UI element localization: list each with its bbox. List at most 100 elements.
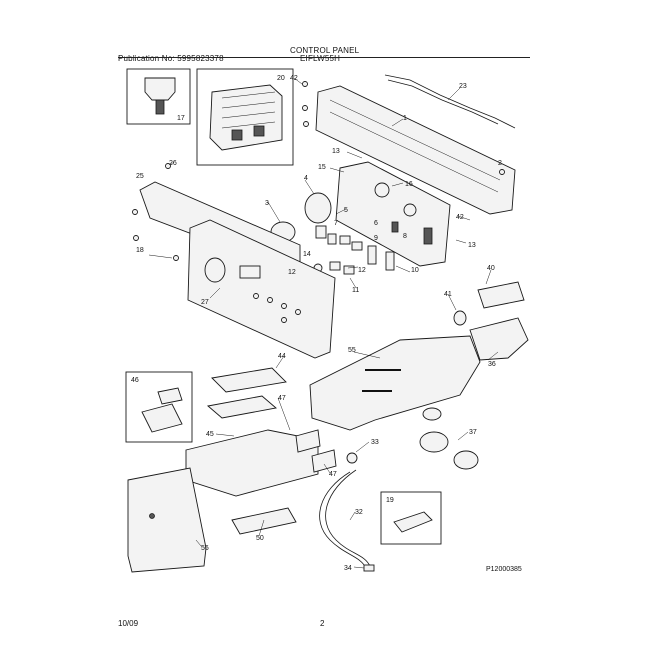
lead-15 (329, 167, 345, 173)
control-board-body (335, 161, 451, 267)
inset-17-part (144, 77, 176, 101)
board-knob-socket-a (374, 182, 390, 198)
lead-36 (487, 351, 499, 361)
section-title: CONTROL PANEL (290, 46, 360, 55)
housing-label-bar-b (362, 390, 392, 392)
callout-10: 10 (411, 267, 419, 274)
part-47-b (311, 449, 337, 473)
drawer-front (127, 467, 207, 573)
callout-45: 45 (206, 431, 214, 438)
console-faceplate-27 (187, 219, 336, 359)
lead-33 (355, 441, 370, 453)
lead-10 (395, 265, 411, 273)
console-front (139, 181, 336, 359)
callout-34: 34 (344, 565, 352, 572)
lead-13 (346, 151, 363, 159)
lead-13b (455, 239, 467, 244)
callout-20: 20 (277, 75, 285, 82)
callout-46: 46 (131, 377, 139, 384)
lead-23 (447, 87, 461, 101)
inset-17 (126, 68, 191, 125)
callout-4: 4 (304, 175, 308, 182)
faceplate-button-a (253, 293, 259, 299)
clamp-33 (346, 452, 358, 464)
callout-13-top: 13 (332, 148, 340, 155)
callout-14: 14 (303, 251, 311, 258)
callout-36: 36 (488, 361, 496, 368)
encoder-4 (304, 192, 332, 224)
lead-25 (169, 161, 175, 166)
part-50 (231, 507, 297, 535)
faceplate-button-c (281, 303, 287, 309)
lead-45 (215, 433, 235, 437)
dispenser-housing (309, 335, 481, 431)
inset-20-board (209, 84, 283, 151)
lead-1 (391, 118, 404, 127)
callout-56: 56 (201, 545, 209, 552)
console-back-ribs (329, 99, 501, 193)
button-10 (385, 251, 395, 271)
lead-5 (335, 208, 347, 215)
clamp-41 (453, 310, 467, 326)
button-8 (351, 241, 363, 251)
callout-12: 12 (358, 267, 366, 274)
lead-34 (353, 566, 365, 569)
lead-42a (293, 77, 303, 85)
lead-55 (353, 351, 381, 359)
inset-46 (125, 371, 193, 443)
callout-labels: 17 20 42 23 1 2 13 15 16 42 13 26 25 4 3… (131, 75, 502, 572)
screw-top-3 (303, 121, 309, 127)
lead-37 (457, 431, 469, 441)
callout-15: 15 (318, 164, 326, 171)
control-board (335, 161, 451, 267)
header-rule (118, 57, 530, 58)
callout-9: 9 (374, 235, 378, 242)
leader-lines (148, 77, 499, 569)
insert-44-b (206, 395, 278, 419)
wire-harness-23b (387, 79, 499, 125)
dispenser-housing-body (309, 335, 481, 431)
callout-1: 1 (403, 115, 407, 122)
button-11 (343, 265, 355, 275)
inlet-hose (453, 281, 525, 326)
callout-42-top: 42 (290, 75, 298, 82)
callout-6: 6 (374, 220, 378, 227)
faceplate-button-e (281, 317, 287, 323)
screw-28 (132, 209, 138, 215)
button-7 (339, 235, 351, 245)
switch-5 (315, 225, 327, 239)
model-number: EIFLW55H (300, 54, 341, 63)
faceplate-display (239, 265, 261, 279)
insert-44-a (211, 367, 287, 393)
inset-20-connector-a (231, 129, 243, 141)
callout-33: 33 (371, 439, 379, 446)
screw-top-2 (302, 105, 308, 111)
console-back-panel (315, 85, 516, 215)
lead-47a (277, 397, 291, 431)
hose-32b (325, 469, 371, 567)
inset-46-cup (141, 403, 183, 433)
callout-18: 18 (136, 247, 144, 254)
footer-date: 10/09 (118, 619, 139, 628)
lead-4 (304, 179, 315, 195)
board-knob-socket-b (403, 203, 417, 217)
callout-5: 5 (344, 207, 348, 214)
button-9 (367, 245, 377, 265)
lead-44 (275, 355, 285, 369)
footer-page-number: 2 (320, 619, 325, 628)
callout-37: 37 (469, 429, 477, 436)
callout-27: 27 (201, 299, 209, 306)
hose-32 (319, 471, 367, 569)
console-back-shell (315, 85, 516, 215)
callout-55: 55 (348, 347, 356, 354)
switch-6 (327, 233, 337, 245)
lead-32 (349, 511, 356, 521)
valve-36 (469, 317, 529, 361)
callout-7: 7 (334, 220, 338, 227)
callout-12b: 12 (288, 269, 296, 276)
housing-label-bar-a (365, 369, 401, 371)
drawer-inserts-44 (206, 367, 287, 419)
callout-32: 32 (355, 509, 363, 516)
figure-id: P12000385 (486, 566, 522, 573)
publication-number: Publication No: 5995823378 (118, 54, 224, 63)
